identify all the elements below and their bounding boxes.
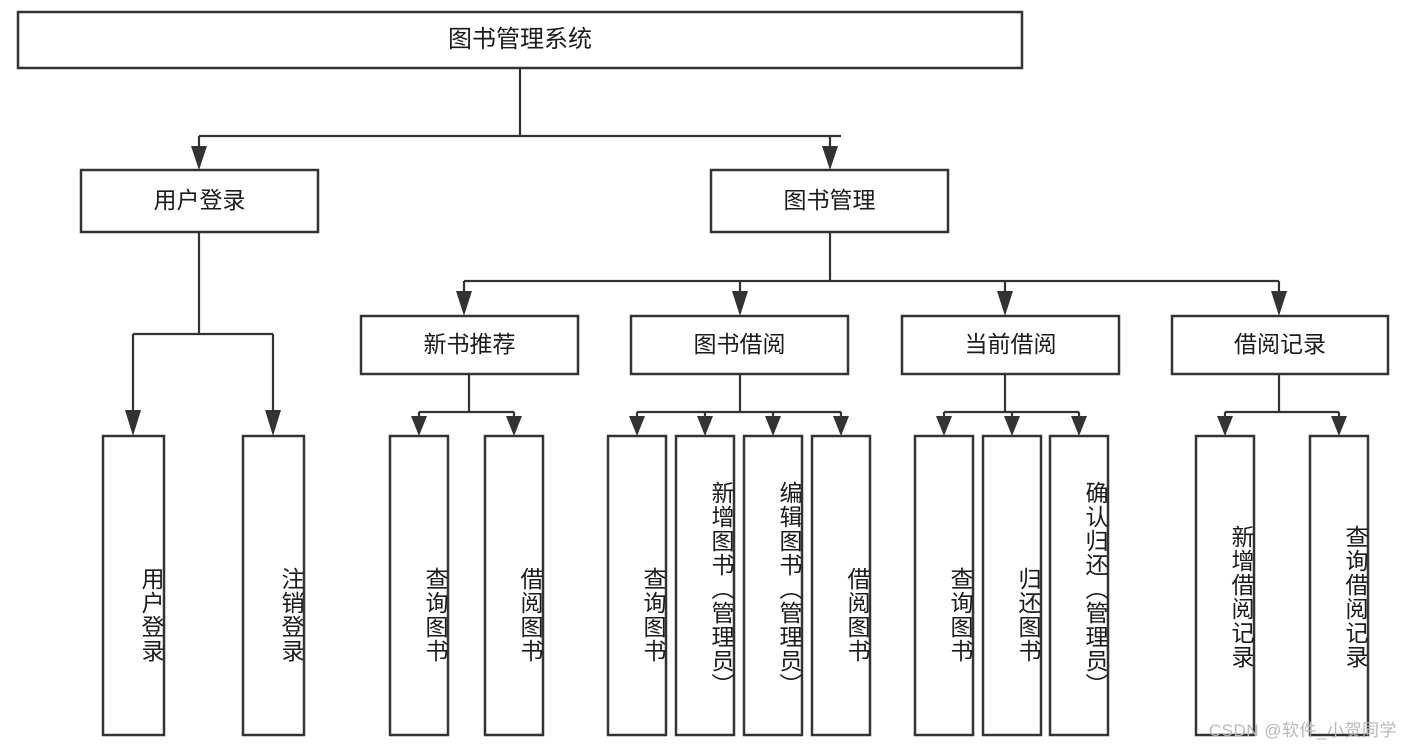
- node-root[interactable]: [16, 10, 1024, 70]
- leaf-box[interactable]: [388, 434, 450, 737]
- leaf-box[interactable]: [1048, 434, 1110, 737]
- leaf-box[interactable]: [1194, 434, 1256, 737]
- leaf-box[interactable]: [674, 434, 736, 737]
- leaf-box[interactable]: [981, 434, 1043, 737]
- leaf-box[interactable]: [742, 434, 804, 737]
- node-book-management[interactable]: [709, 168, 950, 234]
- leaf-box[interactable]: [1308, 434, 1370, 737]
- connector-new-book-to-leaves: [411, 374, 522, 436]
- connector-level2-to-level3: [456, 232, 1287, 316]
- node-borrow-record[interactable]: [1170, 314, 1390, 376]
- node-user-login[interactable]: [79, 168, 320, 234]
- node-book-borrow[interactable]: [629, 314, 850, 376]
- leaf-box[interactable]: [810, 434, 872, 737]
- leaf-box[interactable]: [241, 434, 306, 737]
- leaf-box[interactable]: [606, 434, 668, 737]
- leaf-box[interactable]: [483, 434, 545, 737]
- connector-current-borrow-to-leaves: [936, 374, 1087, 436]
- leaf-box[interactable]: [101, 434, 166, 737]
- watermark: CSDN @软件_小贺同学: [1208, 721, 1397, 740]
- connector-book-borrow-to-leaves: [629, 374, 849, 436]
- connector-root-to-level2: [191, 68, 841, 170]
- node-new-book-recommend[interactable]: [359, 314, 580, 376]
- leaf-box[interactable]: [913, 434, 975, 737]
- connector-borrow-record-to-leaves: [1217, 374, 1347, 436]
- node-current-borrow[interactable]: [900, 314, 1121, 376]
- connector-user-login-to-leaves: [125, 232, 281, 436]
